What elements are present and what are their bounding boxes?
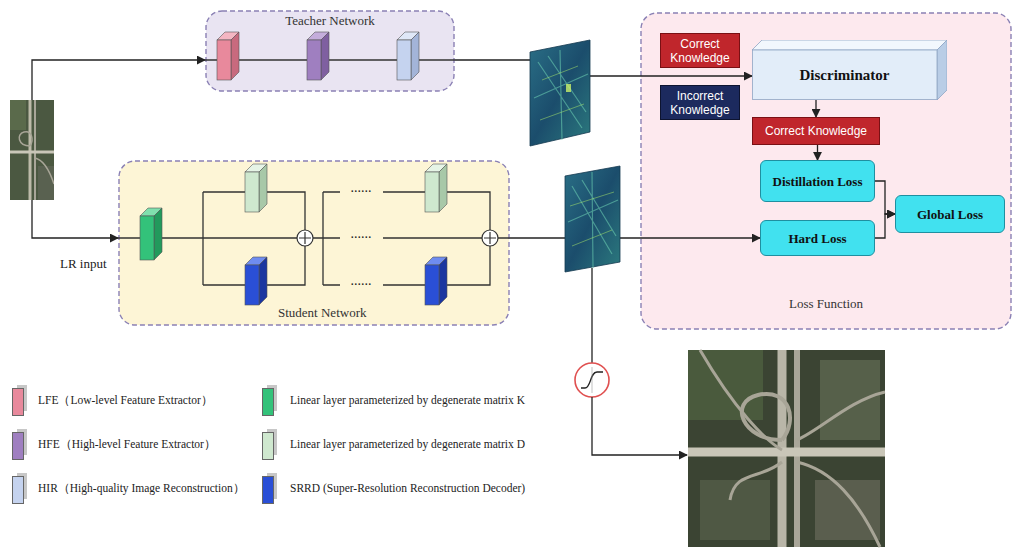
panel-title: Student Network: [278, 305, 366, 321]
flow-arrow: [817, 145, 818, 160]
legend-swatch: [12, 432, 24, 460]
knowledge-tag: Correct Knowledge: [660, 33, 740, 68]
block-label: Discriminator: [752, 50, 937, 100]
legend-text: Linear layer parameterized by degenerate…: [290, 393, 525, 407]
tag-text: Correct Knowledge: [765, 124, 867, 138]
input-image: LR input: [10, 100, 54, 200]
aerial-image: [10, 100, 54, 200]
image-label: LR input: [60, 256, 107, 272]
output-wire: [592, 397, 687, 455]
flow-arrow: [510, 237, 760, 238]
flow-arrow: [32, 60, 205, 100]
knowledge-tag: Incorrect Knowledge: [660, 85, 740, 120]
loss-box: Global Loss: [895, 195, 1005, 233]
panel-title: Teacher Network: [205, 13, 455, 29]
student-feature-map: [565, 166, 620, 272]
ellipsis-label: ......: [344, 180, 378, 196]
legend-swatch: [262, 388, 274, 416]
student-blocks: [118, 160, 510, 326]
discriminator-block: Discriminator: [752, 40, 947, 100]
ellipsis-label: ......: [344, 226, 378, 242]
legend-text: SRRD (Super-Resolution Reconstruction De…: [290, 481, 525, 495]
legend-swatch: [262, 432, 274, 460]
flow-arrow: [32, 200, 118, 238]
flow-arrow: [875, 214, 895, 238]
teacher-feature-map: [530, 40, 590, 146]
sigmoid-symbol: [575, 363, 609, 397]
output-image: [688, 350, 885, 547]
loss-label: Distillation Loss: [773, 174, 863, 189]
panel-title: Loss Function: [640, 296, 1012, 312]
output-wire: [591, 268, 592, 363]
legend-text: HIR（High-quality Image Reconstruction）: [38, 481, 245, 495]
legend-swatch: [12, 388, 24, 416]
student-network-panel: Student Network: [118, 160, 510, 326]
loss-box: Hard Loss: [760, 220, 875, 256]
loss-function-panel: Loss Function Correct Knowledge Discrimin…: [640, 12, 1012, 330]
loss-label: Global Loss: [917, 207, 983, 222]
legend-swatch: [12, 476, 24, 504]
legend-text: HFE（High-level Feature Extractor）: [38, 437, 216, 451]
tag-text: Incorrect Knowledge: [665, 89, 735, 117]
panel-outline: [118, 160, 510, 326]
loss-label: Hard Loss: [788, 231, 846, 246]
tag-text: Correct Knowledge: [665, 37, 735, 65]
legend-text: Linear layer parameterized by degenerate…: [290, 437, 525, 451]
ellipsis-label: ......: [344, 273, 378, 289]
legend-text: LFE（Low-level Feature Extractor）: [38, 393, 213, 407]
flow-arrow: [875, 181, 895, 214]
flow-arrow: [815, 100, 816, 117]
teacher-network-panel: Teacher Network: [205, 10, 455, 92]
loss-box: Distillation Loss: [760, 160, 875, 202]
knowledge-tag: Correct Knowledge: [752, 117, 880, 145]
legend-swatch: [262, 476, 274, 504]
